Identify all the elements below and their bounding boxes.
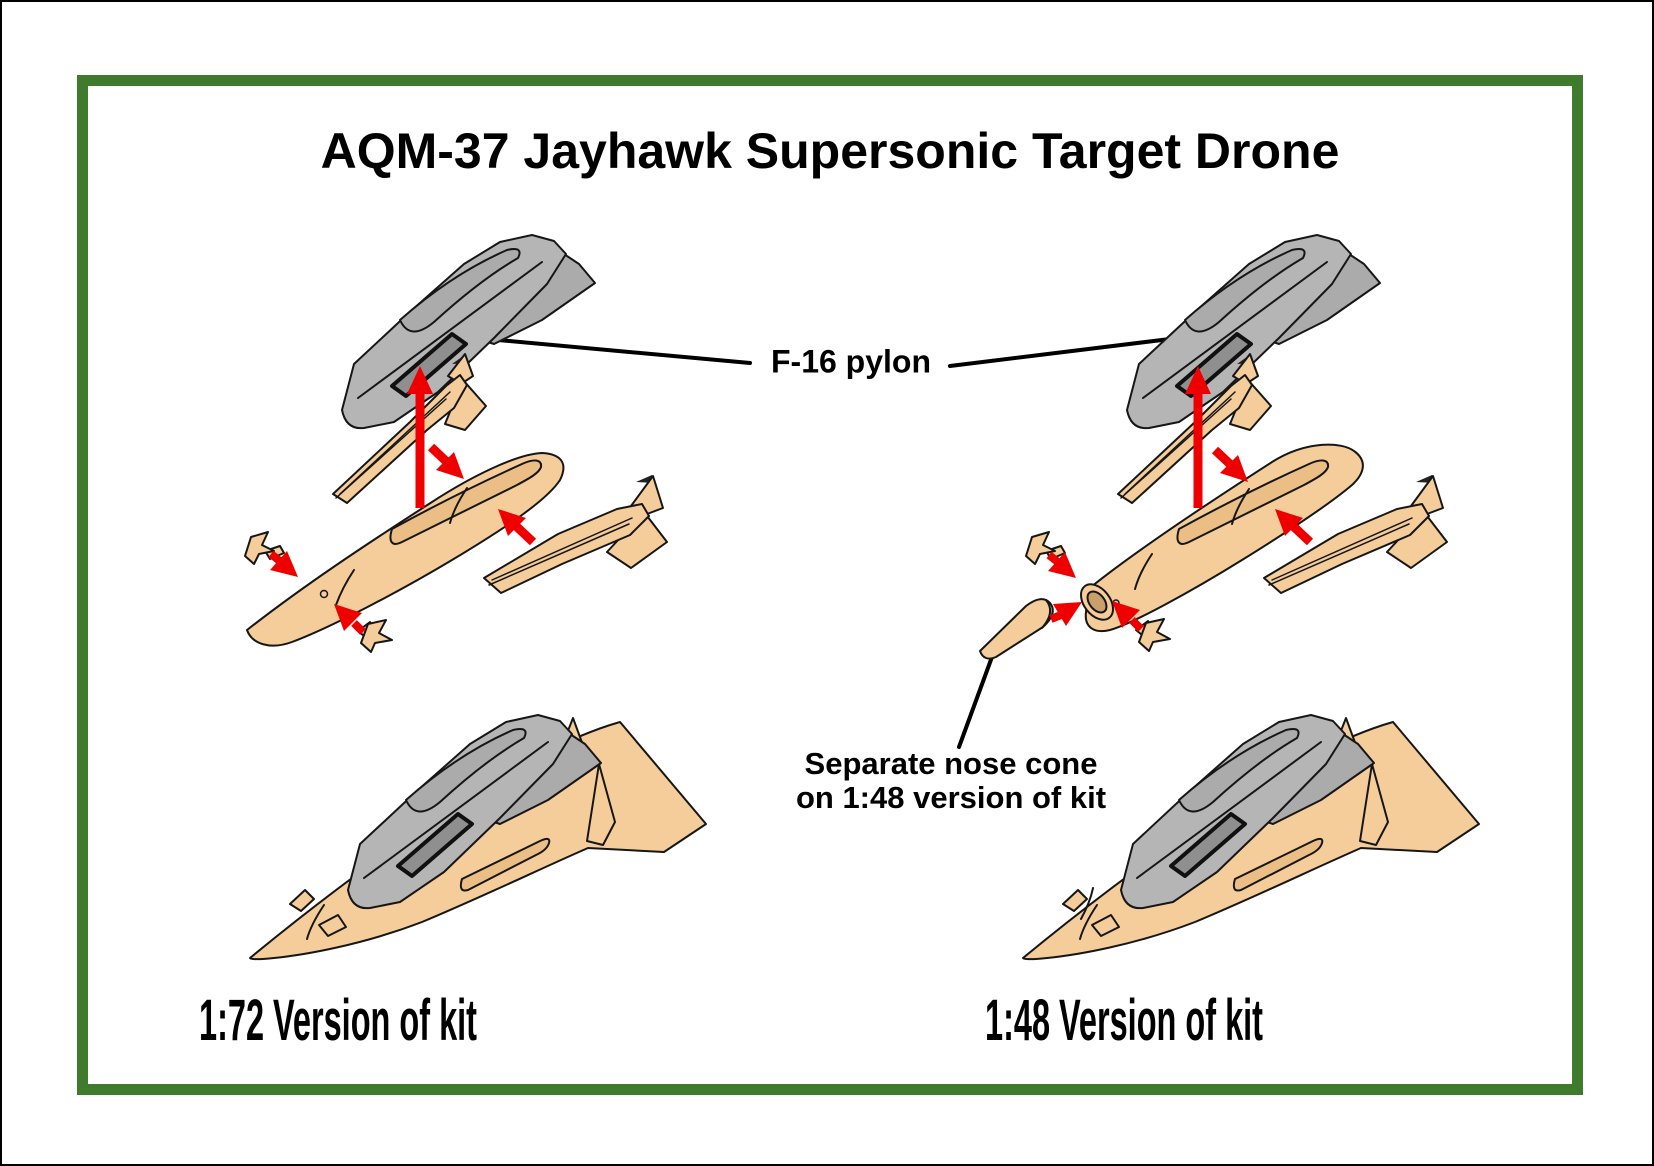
f16-pylon-label: F-16 pylon xyxy=(770,343,932,380)
nose-cone-arrow xyxy=(1049,602,1082,626)
exploded-view-148 xyxy=(979,233,1448,660)
f16-pylon-leader-left xyxy=(463,335,752,365)
exploded-view-172 xyxy=(244,233,668,653)
assembled-drone-172 xyxy=(250,715,706,959)
page-title: AQM-37 Jayhawk Supersonic Target Drone xyxy=(320,123,1340,179)
nose-cone-note-line1: Separate nose cone xyxy=(804,746,1098,781)
assembly-arrows xyxy=(1048,366,1310,629)
lower-nose-fin-part xyxy=(357,619,393,653)
nose-cone-leader xyxy=(957,644,998,749)
caption-172-version: 1:72 Version of kit xyxy=(199,988,477,1053)
assembled-drone-148 xyxy=(1023,715,1479,959)
nose-cone-note-line2: on 1:48 version of kit xyxy=(795,780,1107,815)
separate-nose-cone-part xyxy=(979,598,1054,660)
caption-148-version: 1:48 Version of kit xyxy=(985,988,1263,1053)
green-border-frame xyxy=(77,75,1583,1095)
nose-cone-note: Separate nose cone on 1:48 version of ki… xyxy=(796,747,1106,815)
leader-lines xyxy=(463,335,1172,749)
fuselage-open-nose-part xyxy=(1079,443,1364,632)
f16-pylon-leader-right xyxy=(948,337,1172,368)
nose-cone-seam xyxy=(1080,887,1094,920)
fuselage-part xyxy=(246,452,565,647)
